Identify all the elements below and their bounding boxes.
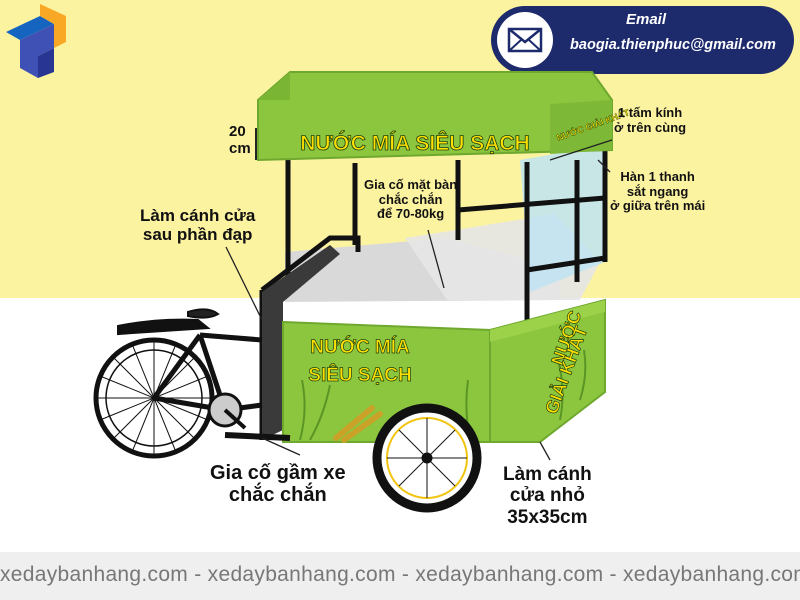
bicycle-seat [187, 308, 220, 319]
glass-panel [520, 145, 605, 292]
front-wheel [372, 403, 482, 513]
label-roof-bar: Hàn 1 thanh sắt ngang ở giữa trên mái [610, 169, 706, 214]
front-panel-line2: SIÊU SẠCH [308, 364, 411, 386]
label-glass-top: 1 tấm kính ở trên cùng [614, 105, 687, 135]
annotation-pointers [225, 128, 613, 461]
footer-watermark-text: xedaybanhang.com - xedaybanhang.com - xe… [0, 563, 800, 586]
label-chassis: Gia cố gầm xe chắc chắn [210, 462, 346, 507]
rear-rack [117, 318, 211, 336]
email-title: Email [625, 11, 667, 28]
sugarcane-decoration [333, 405, 383, 443]
label-table-reinforce: Gia cố mặt bàn chắc chắn để 70-80kg [364, 177, 458, 222]
company-logo [6, 4, 66, 78]
cart-side-panel [489, 298, 606, 443]
label-height: 20 cm [229, 123, 251, 157]
footer-watermark-bar: xedaybanhang.com - xedaybanhang.com - xe… [0, 552, 800, 600]
label-rear-door: Làm cánh cửa sau phần đạp [140, 206, 256, 245]
email-contact-badge[interactable]: Email baogia.thienphuc@gmail.com [491, 6, 794, 74]
email-address[interactable]: baogia.thienphuc@gmail.com [570, 37, 776, 53]
envelope-icon [497, 12, 553, 68]
front-panel-line1: NƯỚC MÍA [310, 336, 410, 358]
bicycle [93, 308, 291, 459]
label-small-door: Làm cánh cửa nhỏ 35x35cm [503, 464, 592, 528]
roof-sign-text: NƯỚC MÍA SIÊU SẠCH [300, 131, 529, 155]
rear-door-panel [262, 245, 340, 440]
